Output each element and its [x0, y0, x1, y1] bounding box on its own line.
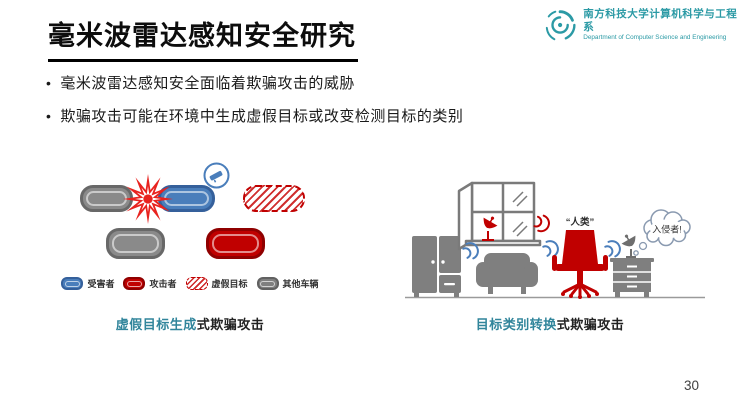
attack-signal-icon — [533, 214, 550, 233]
caption-highlight: 虚假目标生成 — [115, 317, 197, 332]
legend-item-attacker: 攻击者 — [123, 277, 177, 290]
left-figure-caption: 虚假目标生成式欺骗攻击 — [45, 314, 335, 333]
radar-signal-icon — [542, 240, 559, 258]
victim-swatch-icon — [61, 277, 84, 290]
attacker-car-icon — [206, 228, 265, 259]
fake-target-icon — [243, 185, 305, 212]
caption-rest: 式欺骗攻击 — [196, 317, 265, 332]
wardrobe-icon — [412, 236, 461, 297]
logo-org-name-en: Department of Computer Science and Engin… — [583, 34, 727, 42]
other-vehicle-top-icon — [80, 185, 133, 212]
sofa-icon — [476, 253, 538, 294]
other-vehicle-swatch-icon — [256, 277, 279, 290]
university-logo: 南方科技大学计算机科学与工程系 Department of Computer S… — [543, 7, 740, 43]
right-figure-caption: 目标类别转换式欺骗攻击 — [395, 314, 705, 333]
class-flip-figure: “人类” — [400, 148, 710, 308]
bullet-list: 毫米波雷达感知安全面临着欺骗攻击的威胁 欺骗攻击可能在环境中生成虚假目标或改变检… — [46, 72, 463, 138]
thought-bubble: 入侵者! — [633, 209, 691, 256]
office-chair-icon — [552, 230, 608, 299]
caption-rest: 式欺骗攻击 — [556, 317, 625, 332]
radar-signal-icon — [462, 242, 479, 260]
radar-sensor-icon — [203, 162, 230, 189]
caption-highlight: 目标类别转换 — [475, 317, 557, 332]
legend-item-victim: 受害者 — [61, 277, 114, 290]
attacker-dish-icon — [482, 216, 498, 241]
spoofed-class-label: “人类” — [566, 216, 595, 228]
window-icon — [457, 181, 542, 251]
bullet-item: 欺骗攻击可能在环境中生成虚假目标或改变检测目标的类别 — [46, 105, 463, 126]
page-number: 30 — [684, 378, 700, 393]
other-vehicle-bottom-icon — [106, 228, 165, 259]
university-logo-icon — [545, 10, 576, 41]
attacker-swatch-icon — [123, 277, 146, 290]
thought-text: 入侵者! — [652, 224, 682, 235]
logo-org-name-cn: 南方科技大学计算机科学与工程系 — [583, 7, 738, 33]
home-radar-dish-icon — [621, 234, 636, 258]
page-title: 毫米波雷达感知安全研究 — [48, 14, 358, 62]
legend: 受害者 攻击者 虚假目标 其他车辆 — [45, 277, 335, 290]
nightstand-icon — [610, 258, 654, 297]
bullet-item: 毫米波雷达感知安全面临着欺骗攻击的威胁 — [46, 72, 463, 93]
fake-target-figure: 受害者 攻击者 虚假目标 其他车辆 — [45, 158, 335, 308]
collision-burst-icon — [123, 174, 173, 224]
fake-target-swatch-icon — [185, 277, 208, 290]
radar-signal-icon — [604, 240, 621, 258]
legend-item-fake-target: 虚假目标 — [185, 277, 248, 290]
legend-item-other-vehicle: 其他车辆 — [256, 277, 319, 290]
